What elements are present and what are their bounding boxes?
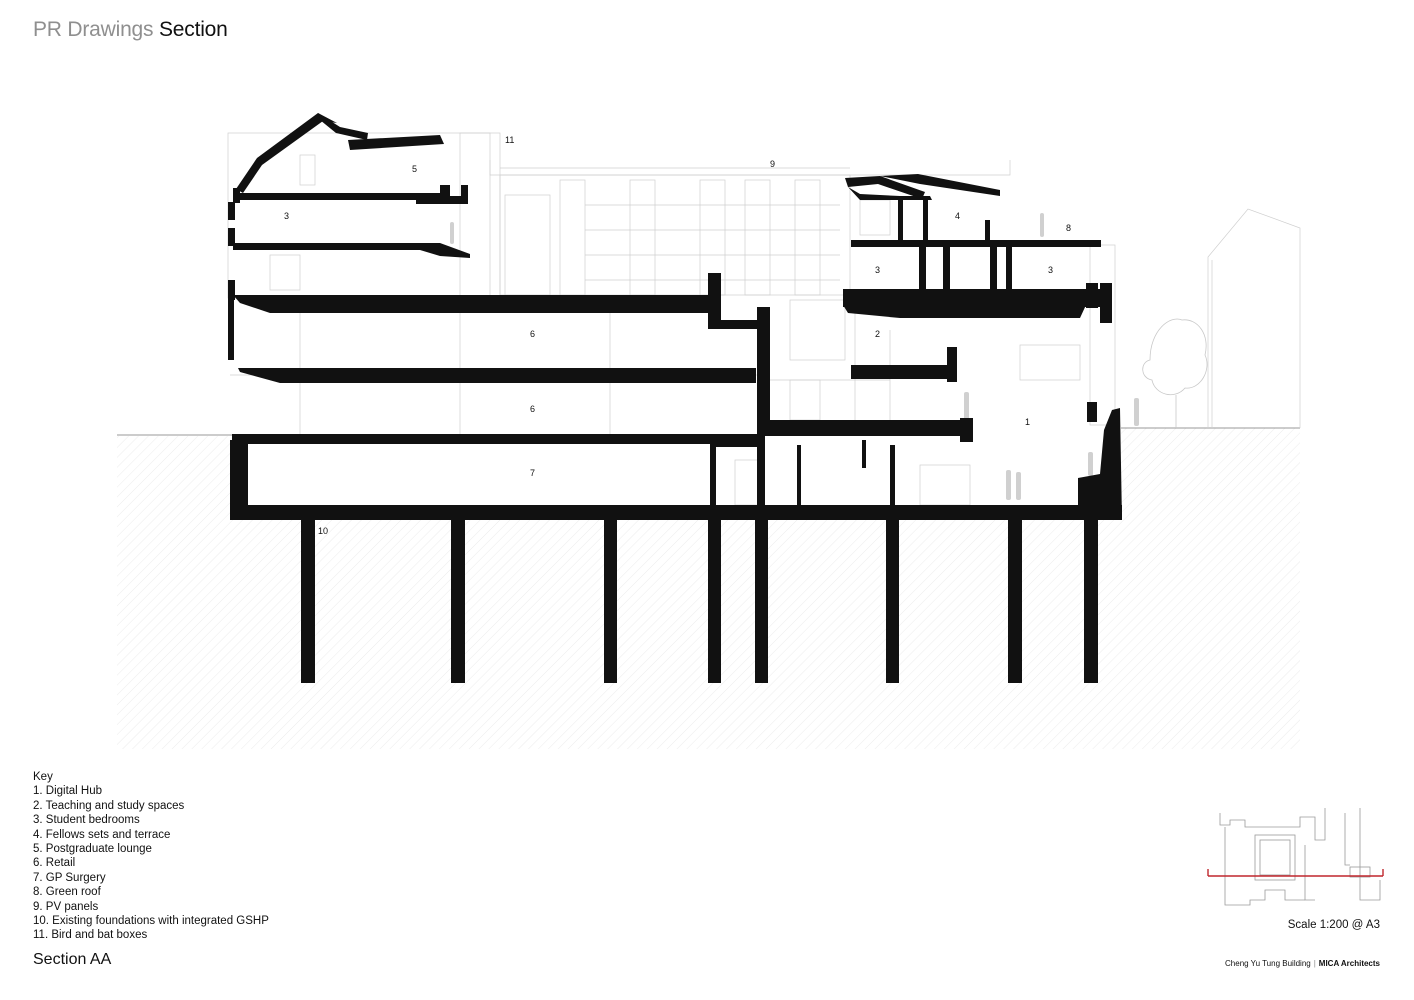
- room-label-retail-lower: 6: [530, 404, 535, 414]
- key-plan: [1207, 808, 1384, 906]
- room-label-bedrooms-right-b: 3: [1048, 265, 1053, 275]
- room-label-digital-hub: 1: [1025, 417, 1030, 427]
- key-item: 7. GP Surgery: [33, 871, 106, 884]
- room-label-fellows: 4: [955, 211, 960, 221]
- firm-name: MICA Architects: [1318, 959, 1380, 968]
- key-item: 2. Teaching and study spaces: [33, 799, 185, 812]
- room-label-bird-bat-boxes: 11: [505, 135, 514, 145]
- key-item: 3. Student bedrooms: [33, 814, 140, 827]
- header-title: Section: [158, 18, 228, 41]
- room-label-gp-surgery: 7: [530, 468, 535, 478]
- project-name: Cheng Yu Tung Building: [1225, 959, 1311, 968]
- footer: Cheng Yu Tung Building|MICA Architects: [1225, 959, 1380, 968]
- people-figures: [450, 213, 1139, 500]
- room-labels: 1 2 3 3 3 4 5 6 6 7 8 9 10 11: [284, 135, 1071, 536]
- footer-separator: |: [1313, 959, 1316, 968]
- section-cut: [228, 113, 1122, 683]
- key-item: 4. Fellows sets and terrace: [33, 828, 171, 841]
- key-item: 10. Existing foundations with integrated…: [33, 915, 269, 928]
- key-item: 5. Postgraduate lounge: [33, 843, 152, 856]
- room-label-postgraduate: 5: [412, 164, 417, 174]
- room-label-pv-panels: 9: [770, 159, 775, 169]
- tree-icon: [1142, 318, 1208, 428]
- header-prefix: PR Drawings: [33, 18, 154, 41]
- room-label-retail-upper: 6: [530, 329, 535, 339]
- room-label-foundations: 10: [318, 526, 328, 536]
- page-header: PR Drawings Section: [33, 18, 228, 42]
- room-label-teaching: 2: [875, 329, 880, 339]
- room-label-bedrooms-right-a: 3: [875, 265, 880, 275]
- room-label-green-roof: 8: [1066, 223, 1071, 233]
- key-title: Key: [33, 771, 53, 783]
- key-item: 9. PV panels: [33, 900, 99, 913]
- background-elevation: [227, 132, 1301, 506]
- key-item: 11. Bird and bat boxes: [33, 929, 148, 942]
- key-item: 8. Green roof: [33, 886, 101, 899]
- room-label-bedrooms-left: 3: [284, 211, 289, 221]
- scale-label: Scale 1:200 @ A3: [1287, 919, 1380, 931]
- key-item: 1. Digital Hub: [33, 785, 103, 798]
- drawing-key: Key 1. Digital Hub 2. Teaching and study…: [33, 770, 269, 943]
- section-title: Section AA: [33, 951, 112, 968]
- key-item: 6. Retail: [33, 857, 76, 870]
